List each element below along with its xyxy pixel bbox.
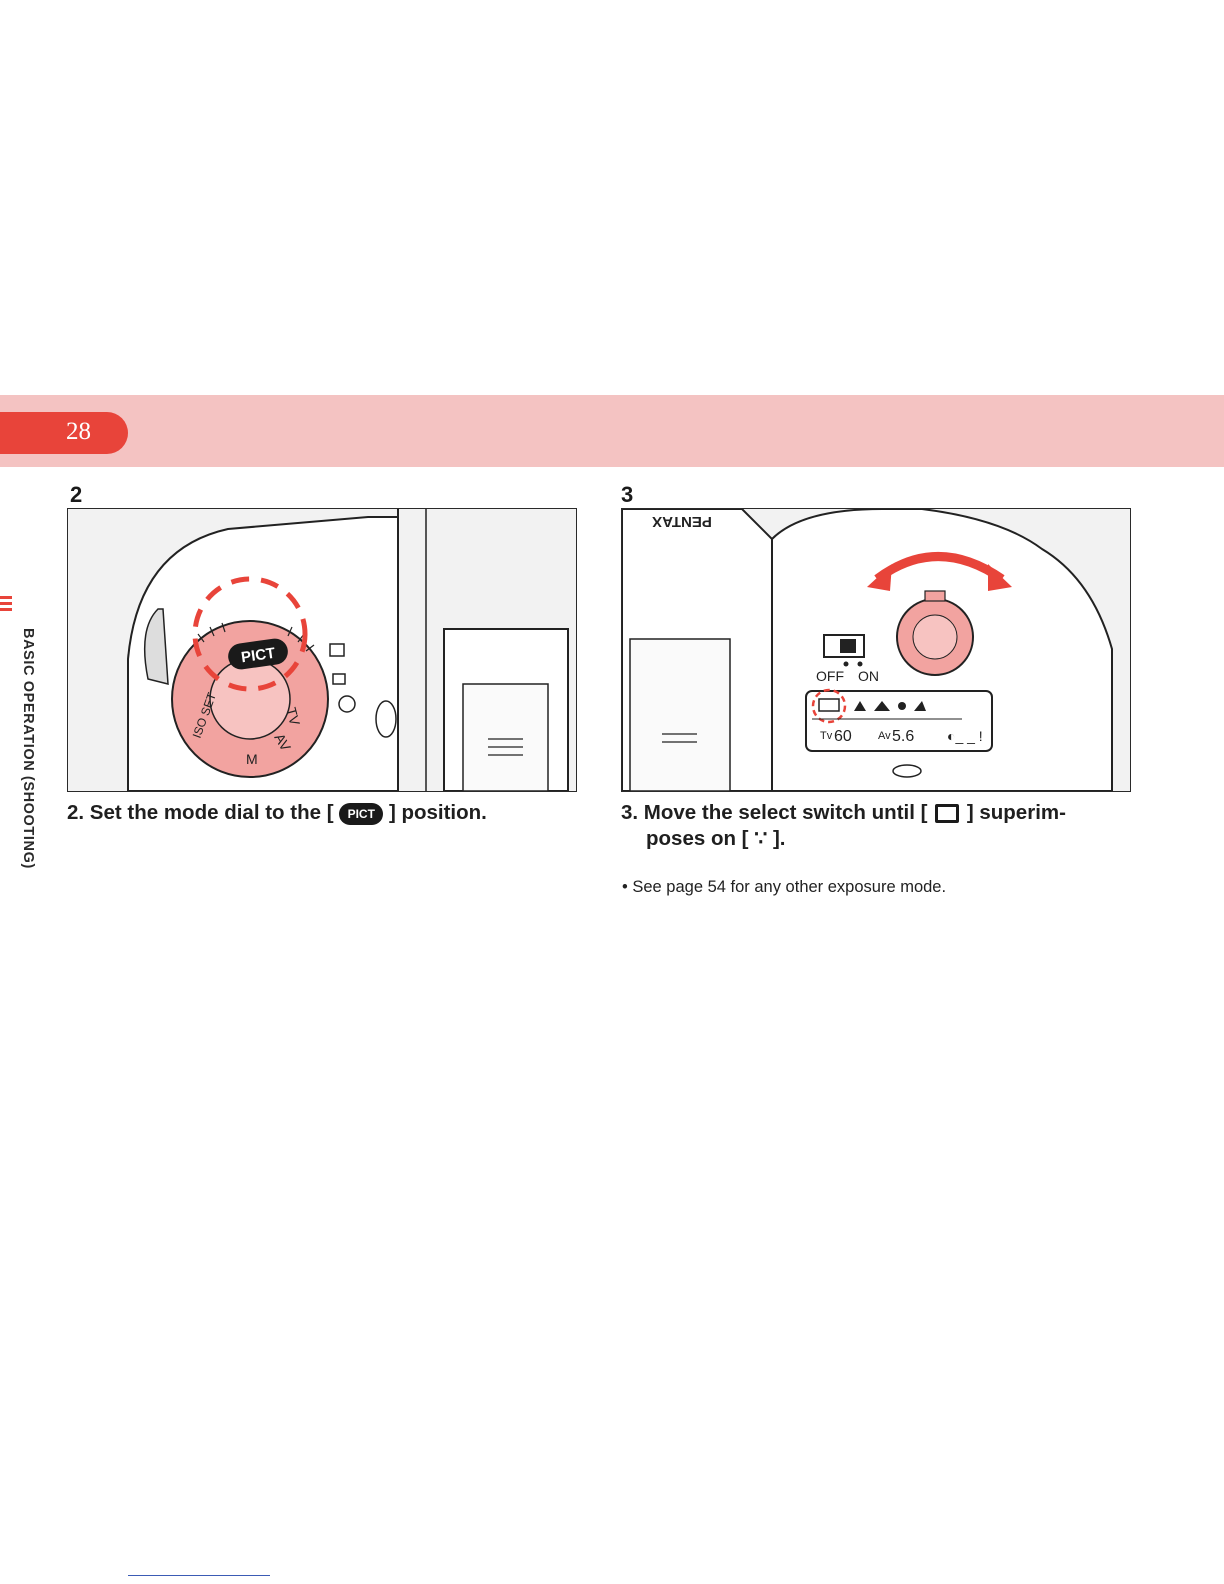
caption-step-2: 2. Set the mode dial to the [ PICT ] pos…: [67, 800, 587, 826]
lcd-av-value: 5.6: [892, 728, 914, 745]
lcd-av-label: Av: [878, 730, 891, 742]
section-tab-label: BASIC OPERATION (SHOOTING): [20, 628, 36, 869]
exposure-note: • See page 54 for any other exposure mod…: [622, 878, 1142, 897]
caption-step-3-line1-before: 3. Move the select switch until [: [621, 801, 927, 824]
lcd-tv-value: 60: [834, 728, 852, 745]
switch-off-label: OFF: [816, 668, 844, 684]
caption-step-3-line2: poses on [: [646, 827, 749, 850]
step-number-3: 3: [621, 482, 633, 508]
caption-step-3-line1-after: ] superim-: [967, 801, 1066, 824]
page-number: 28: [66, 418, 91, 446]
dial-label-m: M: [246, 751, 258, 767]
figure-select-switch: PENTAX OFF ON Tv 60 Av: [621, 508, 1131, 792]
step-number-2: 2: [70, 482, 82, 508]
caption-step-3: 3. Move the select switch until [ ] supe…: [621, 800, 1141, 852]
svg-text:◐_ _ !: ◐_ _ !: [947, 728, 983, 744]
lcd-tv-label: Tv: [820, 730, 833, 742]
caption-step-2-before: 2. Set the mode dial to the [: [67, 801, 334, 824]
figure-mode-dial: PICT TV AV M ISO SET: [67, 508, 577, 792]
caption-step-3-line2-after: ].: [773, 827, 786, 850]
section-tab-label-wrap: BASIC OPERATION (SHOOTING): [22, 628, 36, 898]
smile-icon: ∵: [754, 827, 767, 850]
page-number-tab: [0, 412, 128, 454]
select-switch-illustration: PENTAX OFF ON Tv 60 Av: [622, 509, 1130, 791]
brand-label: PENTAX: [652, 513, 712, 530]
switch-on-label: ON: [858, 668, 879, 684]
frame-icon: [935, 804, 959, 823]
header-band: [0, 395, 1224, 467]
caption-step-2-after: ] position.: [389, 801, 487, 824]
footer-rule: [128, 1575, 270, 1576]
mode-dial-illustration: PICT TV AV M ISO SET: [68, 509, 576, 791]
section-marker: [0, 596, 12, 614]
pict-mode-icon: PICT: [339, 803, 383, 825]
